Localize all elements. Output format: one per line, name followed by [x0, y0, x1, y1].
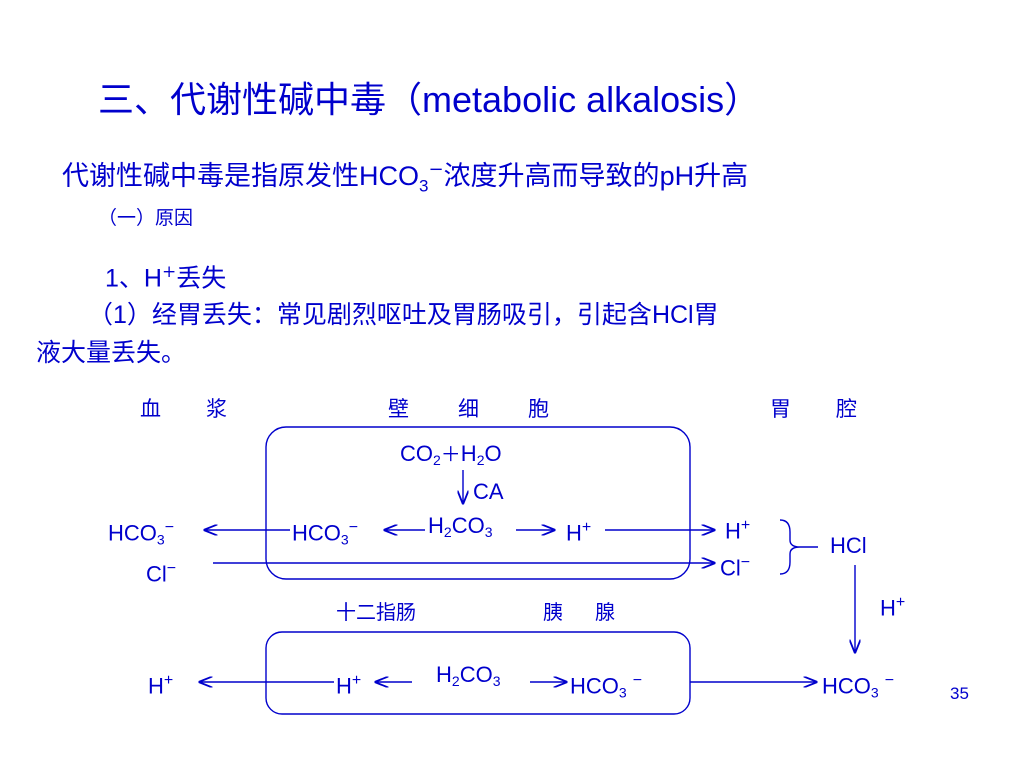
pancreas-box	[265, 631, 691, 715]
item-sup: +	[161, 262, 177, 282]
label-hco3-pancreas: HCO3−	[570, 672, 643, 701]
label-h2co3-bottom: H2CO3	[436, 662, 501, 689]
label-h-right: H+	[880, 594, 906, 621]
label-h-pancreas: H+	[336, 672, 362, 699]
para-open: （	[88, 300, 114, 329]
definition-hco-sup: −	[428, 159, 444, 180]
col-stomach: 胃 腔	[770, 397, 869, 421]
para-hcl: HCl	[651, 301, 694, 329]
label-co2-h2o: CO2＋H2O	[400, 441, 502, 468]
label-ca: CA	[473, 479, 504, 504]
col-parietal-cell: 壁 细 胞	[388, 397, 563, 421]
label-cl-plasma: Cl−	[146, 560, 177, 587]
label-h-stomach: H+	[725, 517, 751, 544]
cause-paragraph: （1）经胃丢失：常见剧烈呕吐及胃肠吸引，引起含HCl胃 液大量丢失。	[36, 296, 956, 372]
label-hco3-plasma: HCO3−	[108, 519, 175, 548]
definition-line: 代谢性碱中毒是指原发性HCO3−浓度升高而导致的pH升高	[62, 150, 748, 206]
section-heading: （一）原因	[98, 207, 194, 229]
label-h2co3-top: H2CO3	[428, 513, 493, 540]
para-num: 1	[113, 301, 127, 329]
definition-ph: pH	[659, 161, 695, 191]
label-hco3-cell: HCO3−	[292, 519, 359, 548]
definition-mid: 浓度升高而导致的	[443, 161, 660, 192]
label-h-cell: H+	[566, 519, 592, 546]
page-title: 三、代谢性碱中毒（metabolic alkalosis）	[98, 78, 760, 123]
para-text: ）经胃丢失：常见剧烈呕吐及胃肠吸引，引起含	[126, 300, 652, 329]
para-end: 胃	[693, 300, 719, 329]
definition-pre: 代谢性碱中毒是指原发性	[62, 161, 359, 192]
page-number: 35	[950, 684, 969, 703]
parietal-cell-box	[265, 426, 691, 580]
label-hco3-duodenum: HCO3−	[822, 672, 895, 701]
item-text: 丢失	[176, 263, 227, 293]
combine-bracket	[779, 519, 801, 575]
item-num: 1、	[105, 264, 144, 293]
title-en: metabolic alkalosis	[422, 79, 725, 120]
item-heading: 1、H+丢失	[105, 254, 226, 296]
title-close: ）	[724, 80, 761, 121]
definition-hco: HCO	[359, 161, 419, 191]
label-pancreas: 胰 腺	[543, 600, 621, 624]
label-cl-stomach: Cl−	[720, 554, 751, 581]
label-duodenum: 十二指肠	[336, 600, 416, 624]
label-hcl: HCl	[830, 533, 867, 558]
label-h-plasma-bottom: H+	[148, 672, 174, 699]
definition-hco-sub: 3	[419, 176, 429, 196]
title-cn: 三、代谢性碱中毒（	[98, 80, 423, 121]
para-line2: 液大量丢失。	[36, 338, 187, 367]
col-plasma: 血 浆	[140, 397, 239, 421]
item-formula: H	[143, 264, 162, 293]
definition-post: 升高	[694, 161, 749, 192]
